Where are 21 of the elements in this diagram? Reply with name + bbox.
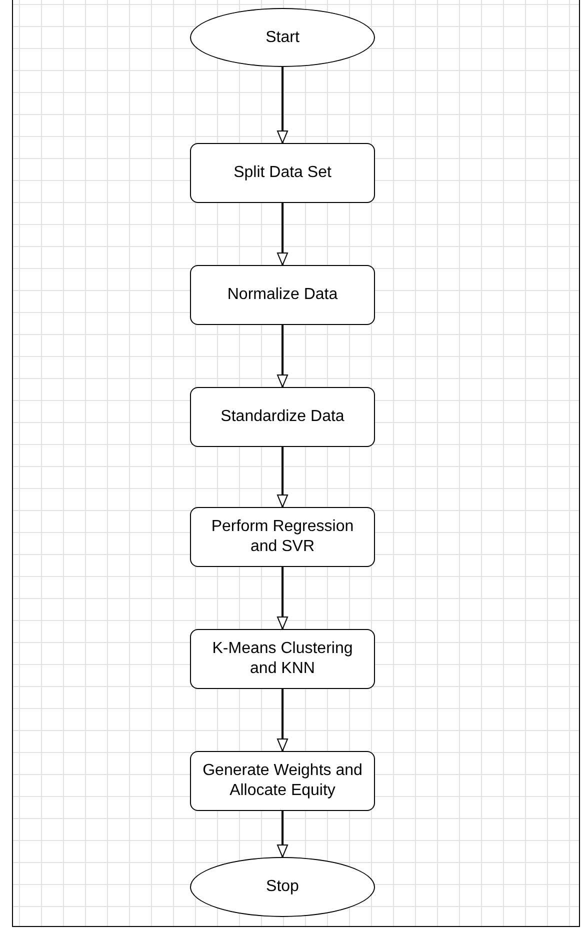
- arrow: [277, 811, 288, 858]
- arrow: [277, 567, 288, 630]
- arrow: [277, 203, 288, 266]
- node-label: Perform Regression and SVR: [210, 517, 355, 557]
- node-label: Generate Weights and Allocate Equity: [202, 761, 364, 801]
- arrow: [277, 447, 288, 508]
- arrow: [277, 325, 288, 388]
- arrow: [277, 67, 288, 144]
- node-label: Split Data Set: [234, 163, 332, 183]
- node-label: Normalize Data: [227, 285, 338, 305]
- process-box: [190, 507, 375, 567]
- process-box: [190, 751, 375, 811]
- process-box: [190, 265, 375, 325]
- node-label: Standardize Data: [220, 407, 344, 427]
- process-box: [190, 629, 375, 689]
- process-box: [190, 387, 375, 447]
- node-label: Start: [266, 28, 300, 48]
- arrow: [277, 689, 288, 752]
- node-label: K-Means Clustering and KNN: [211, 639, 354, 679]
- process-box: [190, 143, 375, 203]
- node-label: Stop: [266, 877, 299, 897]
